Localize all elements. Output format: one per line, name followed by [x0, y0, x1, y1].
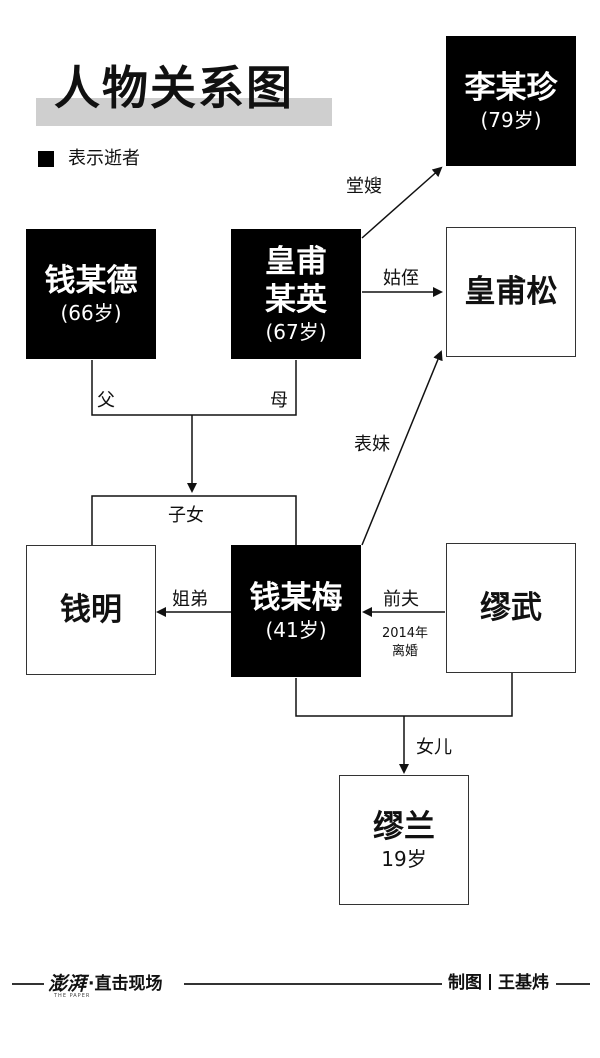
relation-label-jiedi: 姐弟 — [172, 589, 208, 610]
node-huangfu-mouying: 皇甫 某英 (67岁) — [231, 229, 361, 359]
node-li-mouzhen: 李某珍 (79岁) — [446, 36, 576, 166]
node-name-line1: 皇甫 — [265, 244, 327, 280]
relation-label-divorce: 离婚 — [391, 644, 418, 659]
footer-rule-left — [12, 983, 44, 985]
node-name-line2: 某英 — [265, 282, 327, 318]
logo-subtitle: THE PAPER — [54, 993, 91, 999]
node-name: 钱某德 — [44, 263, 138, 299]
relation-label-nver: 女儿 — [416, 737, 452, 758]
node-age: (79岁) — [480, 108, 542, 132]
node-huangfu-song: 皇甫松 — [446, 227, 576, 357]
edge-parents-bracket — [91, 360, 297, 416]
footer-rule-right — [556, 983, 590, 985]
footer-rule-middle — [184, 983, 442, 985]
page-title: 人物关系图 — [54, 61, 294, 115]
node-age: (41岁) — [265, 618, 327, 642]
credit-name: 王基炜 — [498, 973, 549, 993]
relation-label-zinv: 子女 — [168, 505, 204, 526]
node-miao-lan: 缪兰 19岁 — [339, 775, 469, 905]
relation-label-mother: 母 — [270, 390, 288, 411]
title-highlight-bar — [36, 98, 332, 126]
footer-credit: 制图王基炜 — [448, 970, 549, 996]
relation-label-guzhi: 姑侄 — [383, 268, 419, 289]
relation-label-divorce-year: 2014年 — [381, 626, 429, 641]
legend-deceased-swatch — [38, 151, 54, 167]
relation-label-father: 父 — [97, 390, 115, 411]
node-age: (66岁) — [60, 301, 122, 325]
logo-text: ·直击现场 — [88, 974, 163, 994]
relation-label-tangsao: 堂嫂 — [346, 176, 382, 197]
edge-nver-bracket — [295, 673, 513, 717]
relation-label-qianfu: 前夫 — [383, 589, 419, 610]
footer-logo: 澎湃 ·直击现场 — [48, 970, 178, 998]
node-name: 缪兰 — [373, 809, 435, 845]
edge-children-bracket — [91, 495, 297, 545]
node-miao-wu: 缪武 — [446, 543, 576, 673]
credit-separator — [489, 974, 491, 990]
node-qian-ming: 钱明 — [26, 545, 156, 675]
node-qian-moude: 钱某德 (66岁) — [26, 229, 156, 359]
edge-biaomei — [361, 350, 443, 546]
credit-label: 制图 — [448, 973, 482, 993]
node-name: 钱明 — [60, 592, 122, 628]
node-name: 缪武 — [480, 590, 542, 626]
edge-tangsao — [361, 166, 443, 239]
node-age: (67岁) — [265, 320, 327, 344]
node-qian-moumei: 钱某梅 (41岁) — [231, 545, 361, 677]
relation-label-biaomei: 表妹 — [354, 434, 390, 455]
logo-badge: 澎湃 — [48, 973, 87, 995]
legend-deceased-label: 表示逝者 — [68, 148, 140, 169]
node-name: 皇甫松 — [464, 274, 558, 310]
node-age: 19岁 — [381, 847, 427, 871]
node-name: 李某珍 — [464, 70, 558, 106]
node-name: 钱某梅 — [249, 580, 343, 616]
